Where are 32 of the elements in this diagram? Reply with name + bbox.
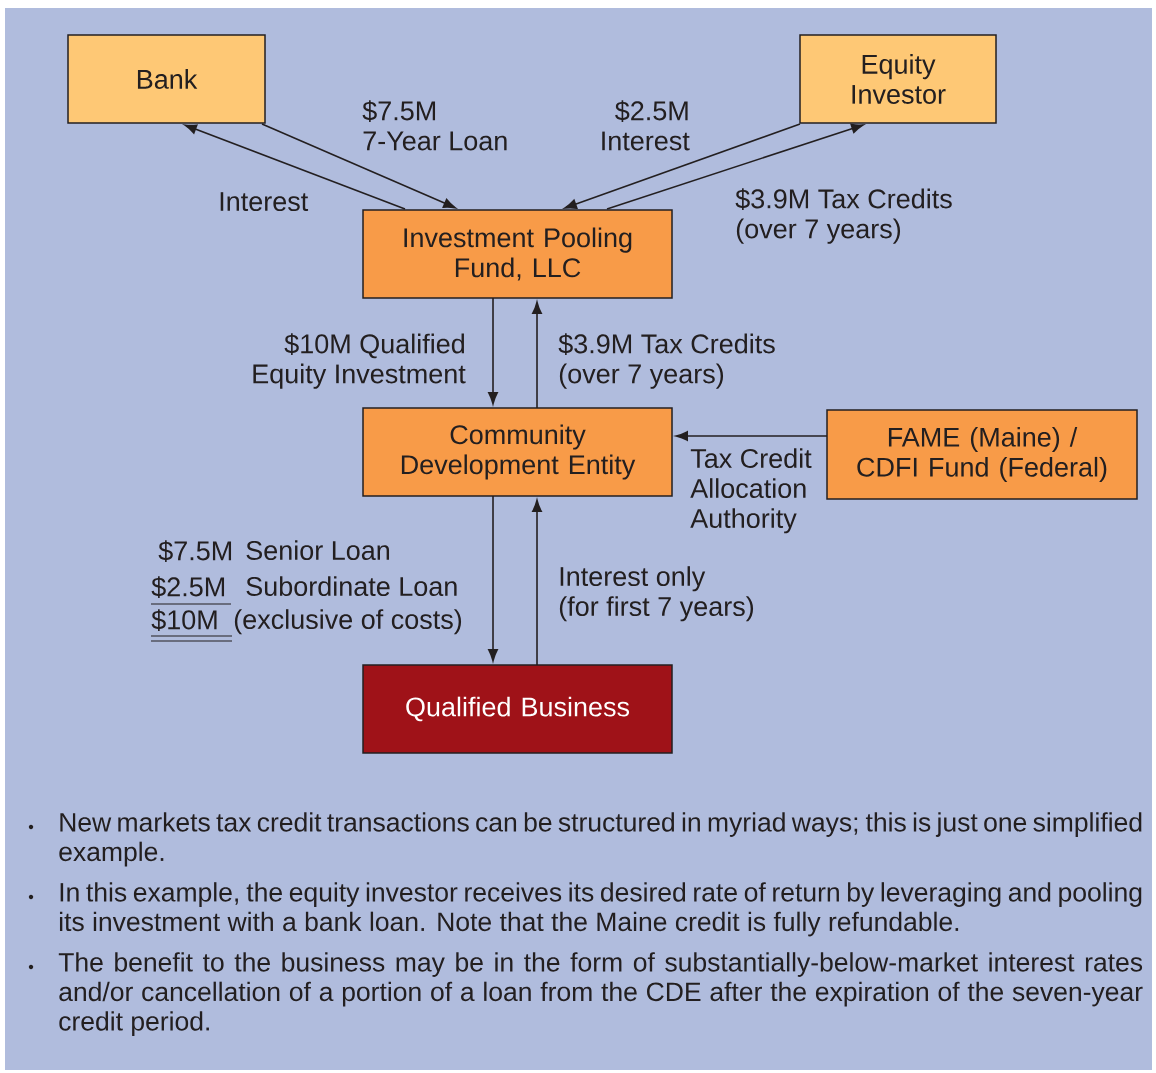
amount-label: Subordinate Loan — [246, 576, 457, 597]
note-text: The benefit to the business may be in the form of substantially-below-market interest rates and/or cancellation of a portion of a loan from the CDE after the expiration of the seven-year credit period. — [58, 952, 1143, 1036]
arrow — [675, 431, 828, 441]
amount-label: (exclusive of costs) — [234, 609, 462, 635]
edge-label: Interest — [220, 192, 309, 212]
flow-box: FAME (Maine) / CDFI Fund (Federal) — [826, 409, 1138, 500]
arrow — [606, 123, 864, 210]
edge-label: $7.5M 7-Year Loan — [362, 100, 507, 151]
amount-label: $10M — [151, 609, 217, 632]
edge-label: Tax Credit Allocation Authority — [690, 448, 812, 534]
note-text: In this example, the equity investor receives its desired rate of return by leveraging and pooling its investment with a bank loan. Note that the Maine credit is fully refundable. — [60, 882, 1142, 937]
arrow — [532, 301, 542, 409]
edge-label: $3.9M Tax Credits (over 7 years) — [735, 188, 952, 244]
edge-label: $3.9M Tax Credits (over 7 years) — [558, 333, 775, 389]
arrow — [488, 297, 498, 405]
flow-box: Investment Pooling Fund, LLC — [362, 209, 673, 299]
flow-box: Qualified Business — [362, 664, 673, 754]
edge-label: $2.5M Interest — [602, 100, 690, 151]
flow-box: Community Development Entity — [362, 407, 673, 497]
arrow — [488, 495, 498, 662]
arrow — [532, 499, 542, 666]
note-text: New markets tax credit transactions can be structured in myriad ways; this is just one simplified example. — [59, 812, 1142, 867]
flow-box: Equity Investor — [799, 34, 997, 124]
edge-label: Interest only (for first 7 years) — [559, 566, 754, 622]
arrow — [564, 123, 801, 209]
amount-label: Senior Loan — [246, 540, 389, 561]
edge-label: $10M Qualified Equity Investment — [253, 333, 466, 389]
flow-box: Bank — [67, 34, 266, 124]
amount-label: $7.5M — [158, 540, 232, 563]
amount-label: $2.5M — [151, 576, 225, 599]
arrow — [184, 124, 406, 210]
arrow — [261, 123, 456, 209]
